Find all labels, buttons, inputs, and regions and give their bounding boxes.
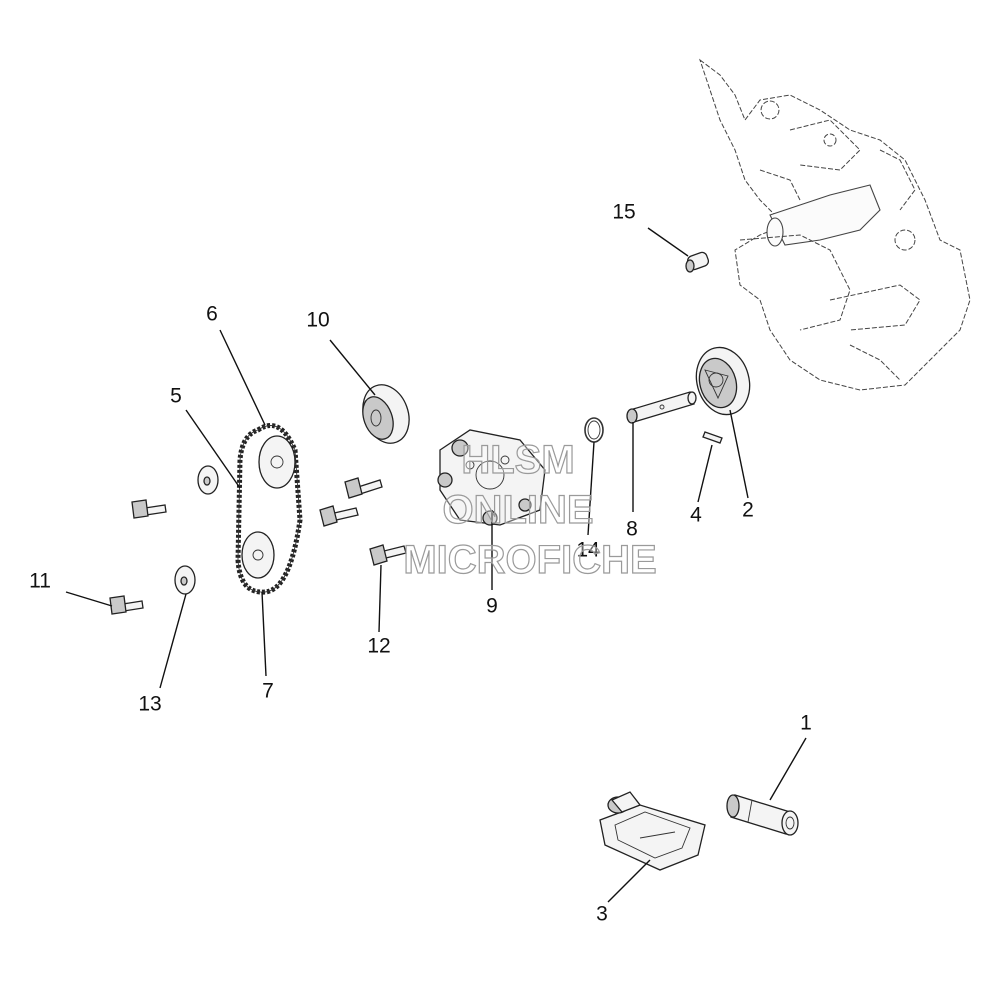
watermark-line-3: MICROFICHE [403, 538, 656, 582]
leader-line-2 [729, 409, 749, 499]
leader-line-14 [587, 441, 595, 536]
driven-sprocket-part-7 [241, 531, 275, 579]
watermark: HLSM ONLINE MICROFICHE [403, 437, 658, 582]
oil-strainer-part-3 [599, 791, 706, 871]
leader-line-5 [185, 409, 241, 489]
leader-line-7 [261, 591, 267, 677]
leader-line-11 [65, 591, 113, 607]
washer-part-5 [197, 465, 219, 495]
callout-1: 1 [800, 712, 812, 735]
bolt-part-12-a [344, 477, 383, 499]
watermark-line-2: ONLINE [442, 488, 593, 532]
callout-5: 5 [170, 385, 182, 408]
pin-part-4 [702, 431, 723, 444]
callout-labels: 1 2 3 4 5 6 7 8 9 10 11 12 13 14 15 [29, 201, 812, 926]
leader-line-1 [769, 737, 807, 801]
washer-part-13 [174, 565, 196, 595]
oil-pump-rotor-part-2 [695, 346, 751, 416]
callout-15: 15 [612, 201, 635, 224]
callout-9: 9 [486, 595, 498, 618]
callout-4: 4 [690, 504, 702, 527]
leader-line-6 [219, 329, 266, 426]
callout-12: 12 [367, 635, 390, 658]
engine-housing [699, 58, 971, 391]
leader-line-15 [647, 227, 689, 257]
leader-line-12 [378, 564, 382, 633]
leader-line-13 [159, 593, 187, 689]
callout-11: 11 [29, 570, 51, 593]
leader-lines [65, 227, 807, 903]
pump-shaft-part-8 [626, 391, 697, 424]
drive-sprocket-part-6 [258, 435, 296, 489]
pump-gear-part-10 [362, 384, 410, 444]
bushing-part-15 [685, 251, 710, 273]
bolt-part-12-b [319, 505, 359, 527]
leader-line-3 [607, 859, 651, 903]
callout-7: 7 [262, 680, 274, 703]
o-ring-part-14 [584, 417, 604, 443]
callout-10: 10 [306, 309, 329, 332]
watermark-line-1: HLSM [461, 438, 574, 482]
callout-3: 3 [596, 903, 608, 926]
bolt-part-12-c [369, 544, 407, 566]
callout-6: 6 [206, 303, 218, 326]
callout-14: 14 [576, 539, 600, 562]
callout-2: 2 [742, 499, 754, 522]
bolt-part-11-b [109, 595, 144, 615]
bolt-part-11-a [131, 499, 167, 519]
timing-chain-part-6 [235, 423, 303, 595]
pump-body-part-9 [437, 429, 546, 526]
leader-line-10 [329, 339, 376, 396]
leader-line-4 [697, 444, 713, 503]
callout-8: 8 [626, 518, 638, 541]
callout-13: 13 [138, 693, 161, 716]
bushing-part-1 [726, 794, 799, 836]
